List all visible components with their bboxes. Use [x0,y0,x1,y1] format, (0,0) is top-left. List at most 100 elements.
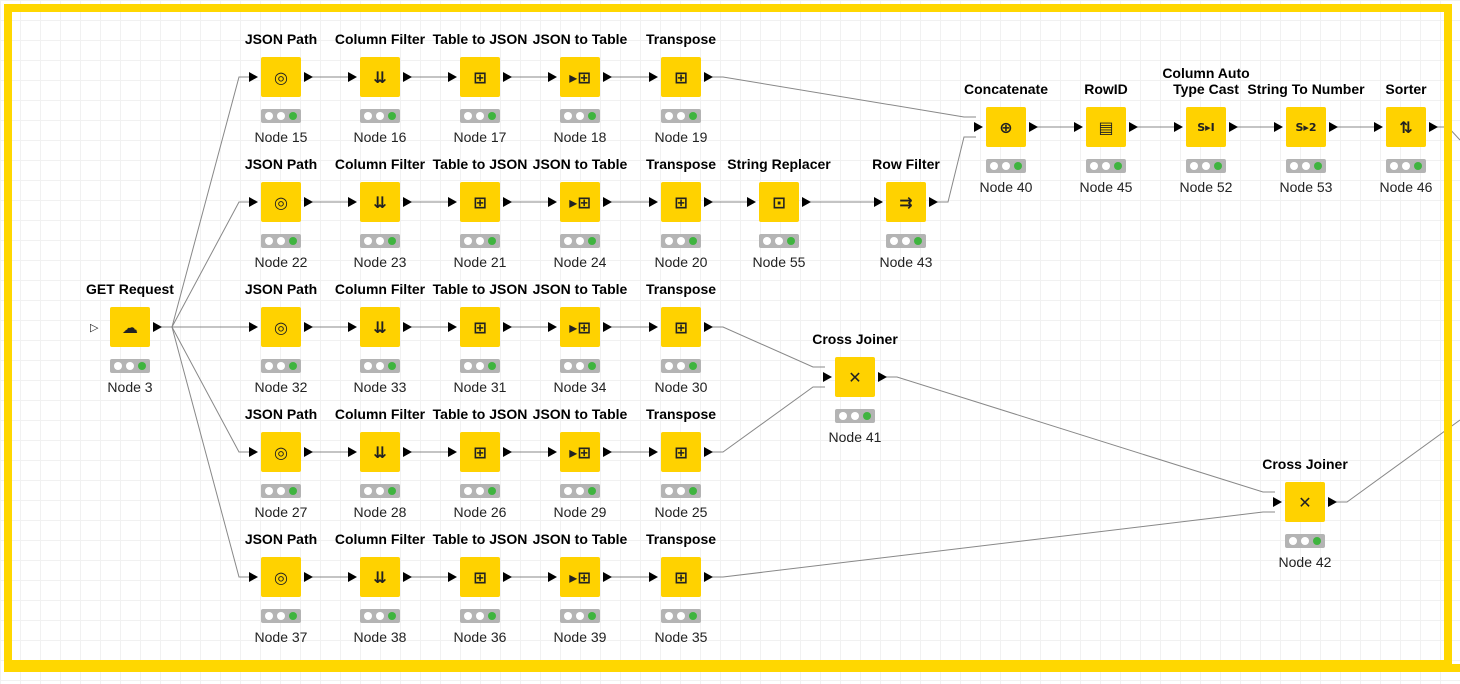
input-port-icon[interactable] [548,447,557,457]
output-port-icon[interactable] [403,72,412,82]
node-title[interactable]: JSON Path [244,156,318,172]
node-title[interactable]: Column Filter [334,531,426,547]
input-port-icon[interactable] [1274,122,1283,132]
node-n38[interactable]: Column Filter⇊Node 38 [320,531,440,684]
node-label[interactable]: Node 53 [1279,179,1333,195]
input-port-icon[interactable] [448,72,457,82]
output-port-icon[interactable] [1429,122,1438,132]
output-port-icon[interactable] [603,197,612,207]
row-filter-icon[interactable]: ⇉ [886,182,926,222]
output-port-icon[interactable] [704,322,713,332]
node-label[interactable]: Node 26 [453,504,507,520]
node-title[interactable]: JSON to Table [532,156,628,172]
sorter-icon[interactable]: ⇅ [1386,107,1426,147]
transpose-icon[interactable]: ⊞ [661,307,701,347]
input-port-icon[interactable] [348,447,357,457]
connection-n19-n40[interactable] [711,76,976,118]
output-port-icon[interactable] [503,197,512,207]
node-title[interactable]: Transpose [645,531,717,547]
json-to-table-icon[interactable]: ▸⊞ [560,57,600,97]
node-n37[interactable]: JSON Path ◎ Node 37 [221,531,341,684]
node-label[interactable]: Node 41 [828,429,882,445]
output-port-icon[interactable] [403,322,412,332]
node-n27[interactable]: JSON Path◎Node 27 [221,406,341,582]
node-label[interactable]: Node 37 [254,629,308,645]
get-request-icon[interactable]: ☁ [110,307,150,347]
node-label[interactable]: Node 3 [107,379,153,395]
input-port-icon[interactable] [548,72,557,82]
output-port-icon[interactable] [304,197,313,207]
node-n40[interactable]: Concatenate⊕Node 40 [946,81,1066,257]
node-title[interactable]: Column Filter [334,31,426,47]
node-title[interactable]: Transpose [645,406,717,422]
node-label[interactable]: Node 15 [254,129,308,145]
input-port-icon[interactable] [348,322,357,332]
input-port-icon[interactable] [249,572,258,582]
node-n32[interactable]: JSON Path◎Node 32 [221,281,341,457]
node-label[interactable]: Node 16 [353,129,407,145]
node-title[interactable]: Column Auto Type Cast [1162,65,1250,97]
node-label[interactable]: Node 31 [453,379,507,395]
node-title[interactable]: JSON to Table [532,281,628,297]
json-to-table-icon[interactable]: ▸⊞ [560,307,600,347]
node-n19[interactable]: Transpose⊞Node 19 [621,31,741,207]
node-label[interactable]: Node 43 [879,254,933,270]
input-port-icon[interactable] [348,572,357,582]
table-to-json-icon[interactable]: ⊞ [460,557,500,597]
table-to-json-icon[interactable]: ⊞ [460,57,500,97]
connection-n30-n41[interactable] [711,326,825,368]
column-filter-icon[interactable]: ⇊ [360,307,400,347]
output-port-icon[interactable] [304,322,313,332]
connection-n3-n37[interactable] [160,326,251,578]
input-port-icon[interactable] [548,197,557,207]
transpose-icon[interactable]: ⊞ [661,57,701,97]
input-port-icon[interactable] [249,322,258,332]
input-port-icon[interactable] [448,322,457,332]
transpose-icon[interactable]: ⊞ [661,557,701,597]
node-title[interactable]: String To Number [1247,81,1365,97]
connection-n35-n42[interactable] [711,511,1275,578]
output-port-icon[interactable] [603,322,612,332]
output-port-icon[interactable] [603,72,612,82]
node-label[interactable]: Node 39 [553,629,607,645]
column-filter-icon[interactable]: ⇊ [360,557,400,597]
node-title[interactable]: Table to JSON [432,406,528,422]
cross-joiner-icon[interactable]: ✕ [835,357,875,397]
node-n17[interactable]: Table to JSON⊞Node 17 [420,31,540,207]
output-port-icon[interactable] [304,447,313,457]
input-port-icon[interactable] [823,372,832,382]
node-n43[interactable]: Row Filter⇉Node 43 [846,156,966,332]
transpose-icon[interactable]: ⊞ [661,432,701,472]
node-title[interactable]: Column Filter [334,156,426,172]
node-n29[interactable]: JSON to Table▸⊞Node 29 [520,406,640,582]
node-label[interactable]: Node 28 [353,504,407,520]
node-title[interactable]: JSON to Table [532,406,628,422]
column-auto-type-cast-icon[interactable]: S▸I [1186,107,1226,147]
input-port-icon[interactable] [249,72,258,82]
output-port-icon[interactable] [1329,122,1338,132]
output-port-icon[interactable] [704,72,713,82]
node-label[interactable]: Node 21 [453,254,507,270]
node-label[interactable]: Node 42 [1278,554,1332,570]
node-label[interactable]: Node 45 [1079,179,1133,195]
node-label[interactable]: Node 27 [254,504,308,520]
node-n26[interactable]: Table to JSON⊞Node 26 [420,406,540,582]
node-n41[interactable]: Cross Joiner✕Node 41 [795,331,915,507]
node-title[interactable]: Column Filter [334,406,426,422]
node-title[interactable]: JSON Path [244,531,318,547]
node-title[interactable]: JSON to Table [532,531,628,547]
node-n28[interactable]: Column Filter⇊Node 28 [320,406,440,582]
node-n39[interactable]: JSON to Table▸⊞Node 39 [520,531,640,684]
node-n15[interactable]: JSON Path◎Node 15 [221,31,341,207]
input-port-icon[interactable]: ▷ [90,322,99,334]
node-n25[interactable]: Transpose⊞Node 25 [621,406,741,582]
node-title[interactable]: JSON Path [244,406,318,422]
input-port-icon[interactable] [548,572,557,582]
input-port-icon[interactable] [649,72,658,82]
input-port-icon[interactable] [649,572,658,582]
json-path-icon[interactable]: ◎ [261,557,301,597]
input-port-icon[interactable] [874,197,883,207]
node-title[interactable]: Column Filter [334,281,426,297]
